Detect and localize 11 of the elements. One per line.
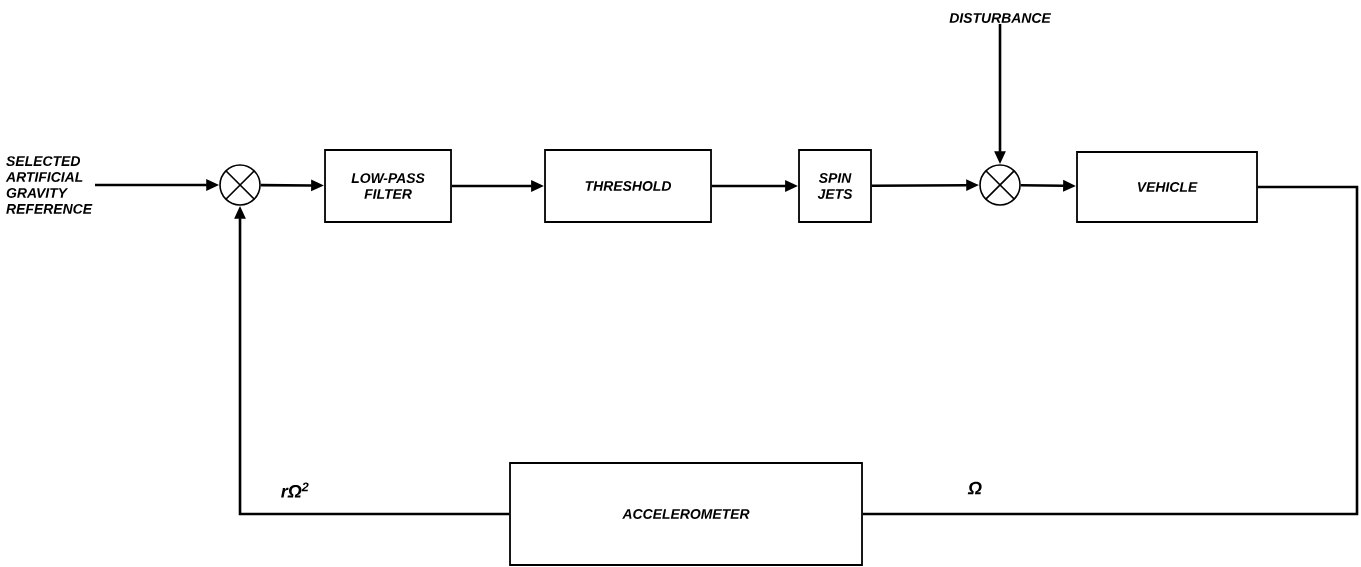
process-box: SPIN JETS <box>798 149 872 223</box>
edge-label: rΩ$^{2}$ <box>278 480 312 500</box>
summing-junction <box>979 164 1021 206</box>
process-box: LOW-PASS FILTER <box>324 149 452 223</box>
input-label: DISTURBANCE <box>949 13 1052 23</box>
process-box: THRESHOLD <box>544 149 712 223</box>
input-label: SELECTED ARTIFICIAL GRAVITY REFERENCE <box>5 156 93 214</box>
process-box: ACCELEROMETER <box>509 462 863 566</box>
edge-label: Ω <box>966 479 984 497</box>
process-box: VEHICLE <box>1076 151 1258 223</box>
summing-junction <box>219 164 261 206</box>
